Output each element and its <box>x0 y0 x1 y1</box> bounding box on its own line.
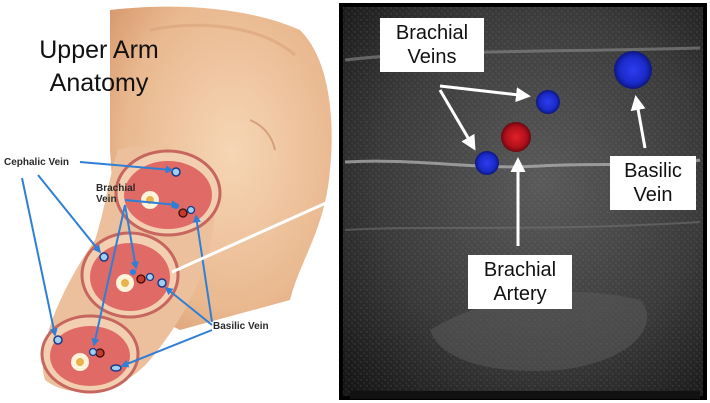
label-basilic-vein: Basilic Vein <box>213 321 269 332</box>
label-brachial-vein: Brachial Vein <box>96 183 135 205</box>
brachial-artery-doppler <box>501 122 531 152</box>
artery-marker-1 <box>179 209 187 217</box>
label-brachial-artery: Brachial Artery <box>468 255 572 309</box>
label-brachial-artery-line-2: Artery <box>474 282 566 306</box>
label-brachial-veins-line-2: Veins <box>386 45 478 69</box>
label-basilic-vein-us-line-2: Vein <box>616 183 690 207</box>
basilic-vein-doppler <box>614 51 652 89</box>
label-brachial-veins: Brachial Veins <box>380 18 484 72</box>
label-cephalic-vein: Cephalic Vein <box>4 157 69 168</box>
label-brachial-vein-line-1: Brachial <box>96 183 135 194</box>
cross-section-lower <box>42 316 138 392</box>
label-brachial-vein-line-2: Vein <box>96 194 135 205</box>
label-brachial-veins-line-1: Brachial <box>386 21 478 45</box>
label-basilic-vein-us: Basilic Vein <box>610 156 696 210</box>
title-line-1: Upper Arm <box>24 34 174 67</box>
title-line-2: Anatomy <box>24 67 174 100</box>
label-basilic-vein-us-line-1: Basilic <box>616 159 690 183</box>
brachial-vein-doppler-upper <box>536 90 560 114</box>
cross-section-middle <box>82 233 178 317</box>
cephalic-vein-marker-1 <box>172 168 180 176</box>
label-brachial-artery-line-1: Brachial <box>474 258 566 282</box>
figure-title: Upper Arm Anatomy <box>24 34 174 100</box>
brachial-vein-doppler-lower <box>475 151 499 175</box>
